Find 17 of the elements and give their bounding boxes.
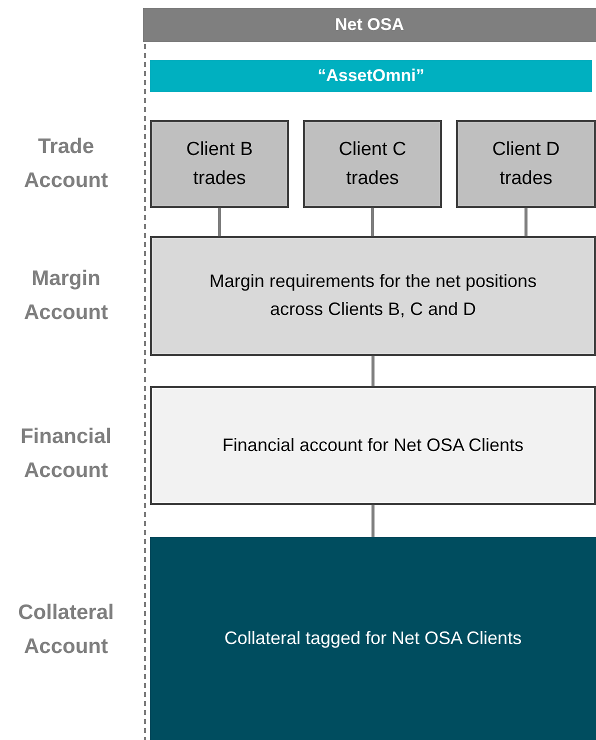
connector-line [372,356,374,386]
client-box: Client D trades [456,120,596,208]
account-type-label: Financial Account [19,424,113,484]
connector-line [371,208,374,236]
account-type-label: Collateral Account [17,600,115,660]
connector-line [524,208,528,236]
margin-account-box: Margin requirements for the net positions across Clients B, C and D [150,236,596,356]
account-type-label: Margin Account [23,266,109,326]
connector-line [372,505,374,537]
header-bar: Net OSA [143,8,596,42]
account-bar: “AssetOmni” [150,60,592,92]
account-type-label: Trade Account [23,134,109,194]
collateral-account-box: Collateral tagged for Net OSA Clients [150,537,596,740]
connector-line [218,208,221,236]
client-box: Client B trades [150,120,289,208]
financial-account-box: Financial account for Net OSA Clients [150,386,596,505]
client-box: Client C trades [303,120,442,208]
